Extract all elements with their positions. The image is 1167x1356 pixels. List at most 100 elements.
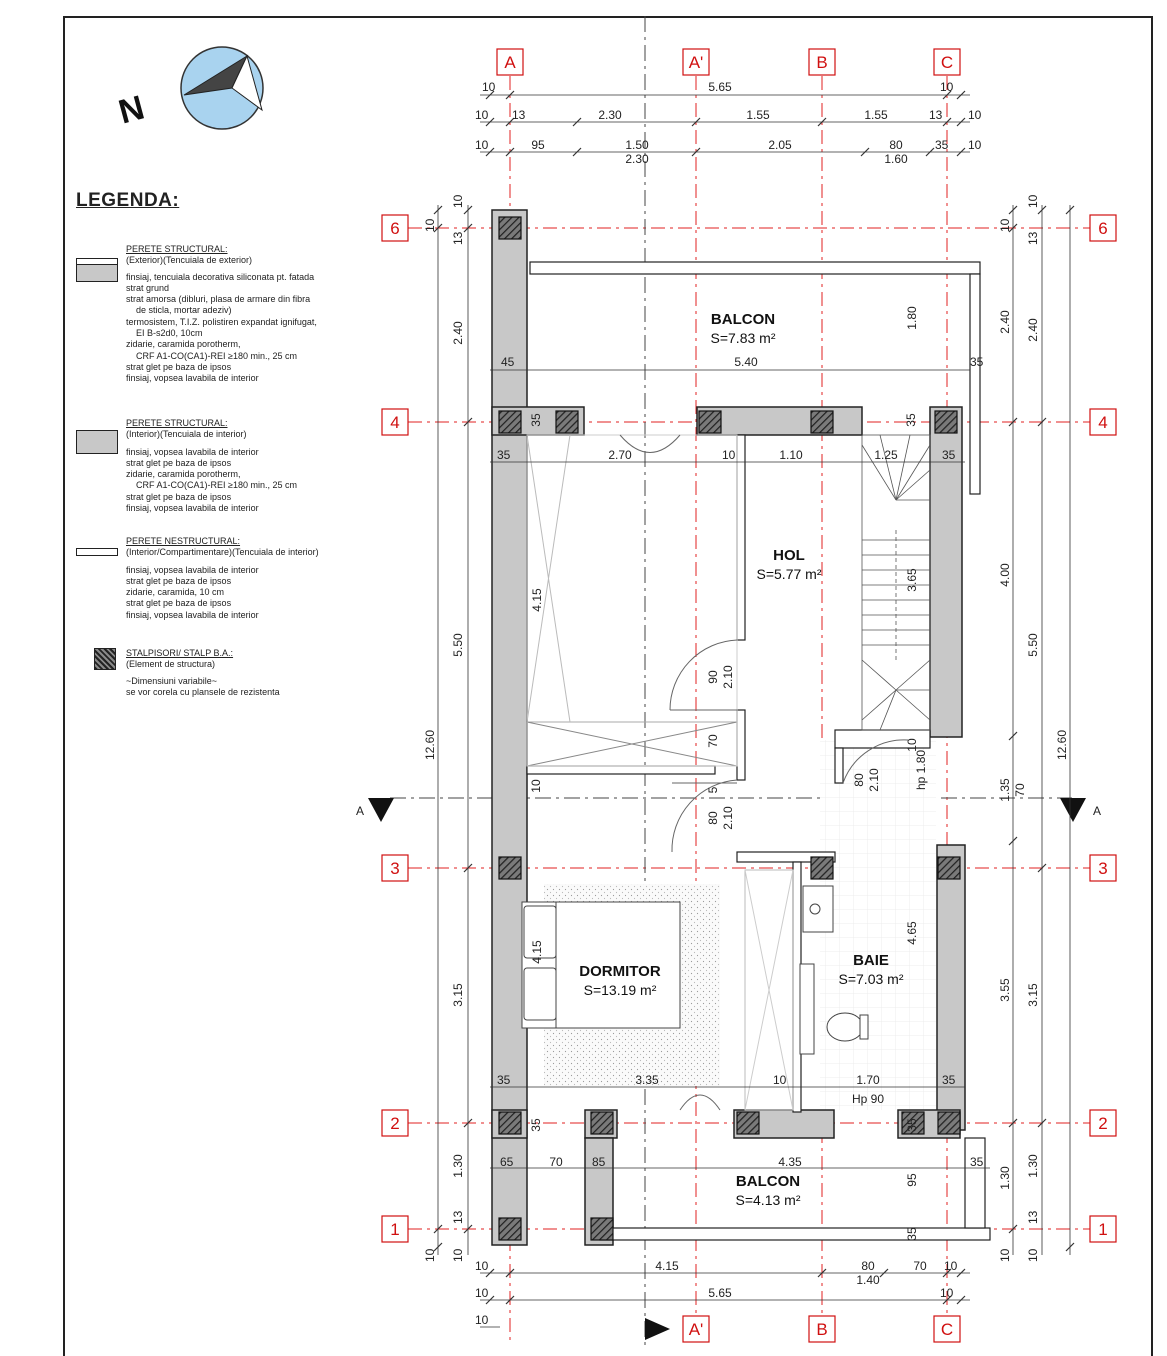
- grid-bubble: [496, 48, 524, 76]
- legend-subheading: (Interior)(Tencuiala de interior): [126, 429, 247, 440]
- legend-line: se vor corela cu plansele de rezistenta: [126, 686, 280, 697]
- legend-line: zidarie, caramida, 10 cm: [126, 587, 225, 598]
- dimension-labels-bottom: 10 4.15 80 1.40 70 10 10 5.65 10 10: [475, 1259, 958, 1327]
- dim-label: 10: [451, 194, 465, 208]
- dim-label: 1.60: [884, 152, 908, 166]
- dim-label: 35: [497, 1073, 511, 1087]
- dim-label: 1.55: [864, 108, 888, 122]
- dim-label: 2.30: [625, 152, 649, 166]
- dim-label: 13: [1026, 1210, 1040, 1224]
- grid-labels-top: A A' B C: [496, 48, 961, 76]
- dim-label: 80: [852, 773, 866, 787]
- section-markers: A A: [356, 798, 1101, 822]
- dim-label: 35: [935, 138, 949, 152]
- north-compass: N: [115, 46, 264, 132]
- dim-label: 13: [451, 1210, 465, 1224]
- dim-label: 1.80: [905, 306, 919, 330]
- sheet-frame: [63, 16, 1153, 1356]
- grid-label-2-right: 2: [1098, 1114, 1107, 1133]
- dim-label: 10: [905, 738, 919, 752]
- dim-label: 5: [706, 786, 720, 793]
- dim-label: 5.50: [451, 633, 465, 657]
- dim-label: 35: [529, 1118, 543, 1132]
- dim-label: 10: [968, 138, 982, 152]
- room-name-baie: BAIE: [853, 952, 889, 969]
- dim-label: 10: [940, 1286, 954, 1300]
- dim-label: 10: [423, 1248, 437, 1262]
- dim-label: 1.30: [998, 1166, 1012, 1190]
- dim-label: 35: [970, 355, 984, 369]
- dim-label: 65: [500, 1155, 514, 1169]
- grid-label-a-prime-bottom: A': [689, 1320, 704, 1339]
- dim-label: 5.65: [708, 1286, 732, 1300]
- partition-walls: [526, 261, 991, 1241]
- room-name-balcon-bottom: BALCON: [736, 1173, 800, 1190]
- dim-label: 35: [905, 1118, 919, 1132]
- dimension-lines: [437, 94, 1071, 1328]
- grid-label-b-bottom: B: [816, 1320, 827, 1339]
- legend-line: zidarie, caramida porotherm,: [126, 469, 241, 480]
- legend-text: PERETE NESTRUCTURAL: (Interior/Compartim…: [126, 536, 366, 621]
- legend-line: de sticla, mortar adeziv): [136, 305, 232, 316]
- dim-label: 10: [722, 448, 736, 462]
- bath-fixtures: [799, 885, 869, 1055]
- grid-label-3-left: 3: [390, 859, 399, 878]
- dim-label: 13: [512, 108, 526, 122]
- grid-label-6-left: 6: [390, 219, 399, 238]
- dim-label: 70: [1013, 783, 1027, 797]
- dimension-labels-left: 10 12.60 10 10 13 2.40 5.50 3.15 1.30 13…: [423, 194, 465, 1262]
- legend-text: STALPISORI/ STALP B.A.: (Element de stru…: [126, 648, 366, 698]
- legend-text: PERETE STRUCTURAL: (Exterior)(Tencuiala …: [126, 244, 366, 385]
- dim-label: 12.60: [423, 730, 437, 760]
- interior-wall-symbol: [76, 430, 118, 454]
- dim-label: 10: [475, 1286, 489, 1300]
- dim-label: 2.40: [1026, 318, 1040, 342]
- dim-label: 10: [1026, 194, 1040, 208]
- dim-label: 35: [529, 413, 543, 427]
- legend-title: LEGENDA:: [76, 190, 180, 211]
- dim-label: 10: [944, 1259, 958, 1273]
- dimension-labels-right: 10 13 10 2.40 2.40 4.00 5.50 1.35 70 3.5…: [998, 194, 1069, 1262]
- dimension-labels-top: 10 5.65 10 10 13 2.30 1.55 1.55 13 10 10…: [475, 80, 982, 166]
- room-name-dormitor: DORMITOR: [579, 963, 661, 980]
- grid-label-2-left: 2: [390, 1114, 399, 1133]
- dim-label: 2.05: [768, 138, 792, 152]
- dim-label: 10: [475, 108, 489, 122]
- note-hp-window: hp 1.80: [914, 750, 928, 790]
- legend-heading: PERETE NESTRUCTURAL:: [126, 536, 241, 546]
- dim-label: 1.30: [1026, 1154, 1040, 1178]
- dim-label: 45: [501, 355, 515, 369]
- exterior-wall-symbol: [76, 258, 118, 282]
- grid-label-c: C: [941, 53, 953, 72]
- legend-line: ~Dimensiuni variabile~: [126, 675, 218, 686]
- dim-label: 10: [475, 1259, 489, 1273]
- grid-label-b: B: [816, 53, 827, 72]
- grid-label-c-bottom: C: [941, 1320, 953, 1339]
- section-label-right: A: [1093, 804, 1101, 818]
- window-lines: [526, 434, 794, 1111]
- north-label: N: [115, 89, 149, 132]
- dim-label: 1.50: [625, 138, 649, 152]
- dim-label: 2.40: [998, 310, 1012, 334]
- columns: [498, 216, 961, 1241]
- dim-label: 35: [942, 448, 956, 462]
- dim-label: 4.15: [530, 940, 544, 964]
- dim-label: 4.00: [998, 563, 1012, 587]
- legend-line: finsiaj, vopsea lavabila de interior: [126, 373, 259, 384]
- section-lines: [390, 16, 1072, 1345]
- room-area-balcon-top: S=7.83 m²: [711, 330, 776, 346]
- section-label-left: A: [356, 804, 364, 818]
- dim-label: 2.10: [867, 768, 881, 792]
- room-area-dormitor: S=13.19 m²: [584, 982, 657, 998]
- dim-label: 3.35: [635, 1073, 659, 1087]
- dim-label: 70: [913, 1259, 927, 1273]
- dim-label: 35: [905, 1227, 919, 1241]
- dim-label: 1.55: [746, 108, 770, 122]
- legend-heading: PERETE STRUCTURAL:: [126, 418, 228, 428]
- doors: [619, 434, 909, 1111]
- grid-label-6-right: 6: [1098, 219, 1107, 238]
- dim-label: 95: [905, 1173, 919, 1187]
- legend-subheading: (Interior/Compartimentare)(Tencuiala de …: [126, 547, 319, 558]
- dim-label: 13: [929, 108, 943, 122]
